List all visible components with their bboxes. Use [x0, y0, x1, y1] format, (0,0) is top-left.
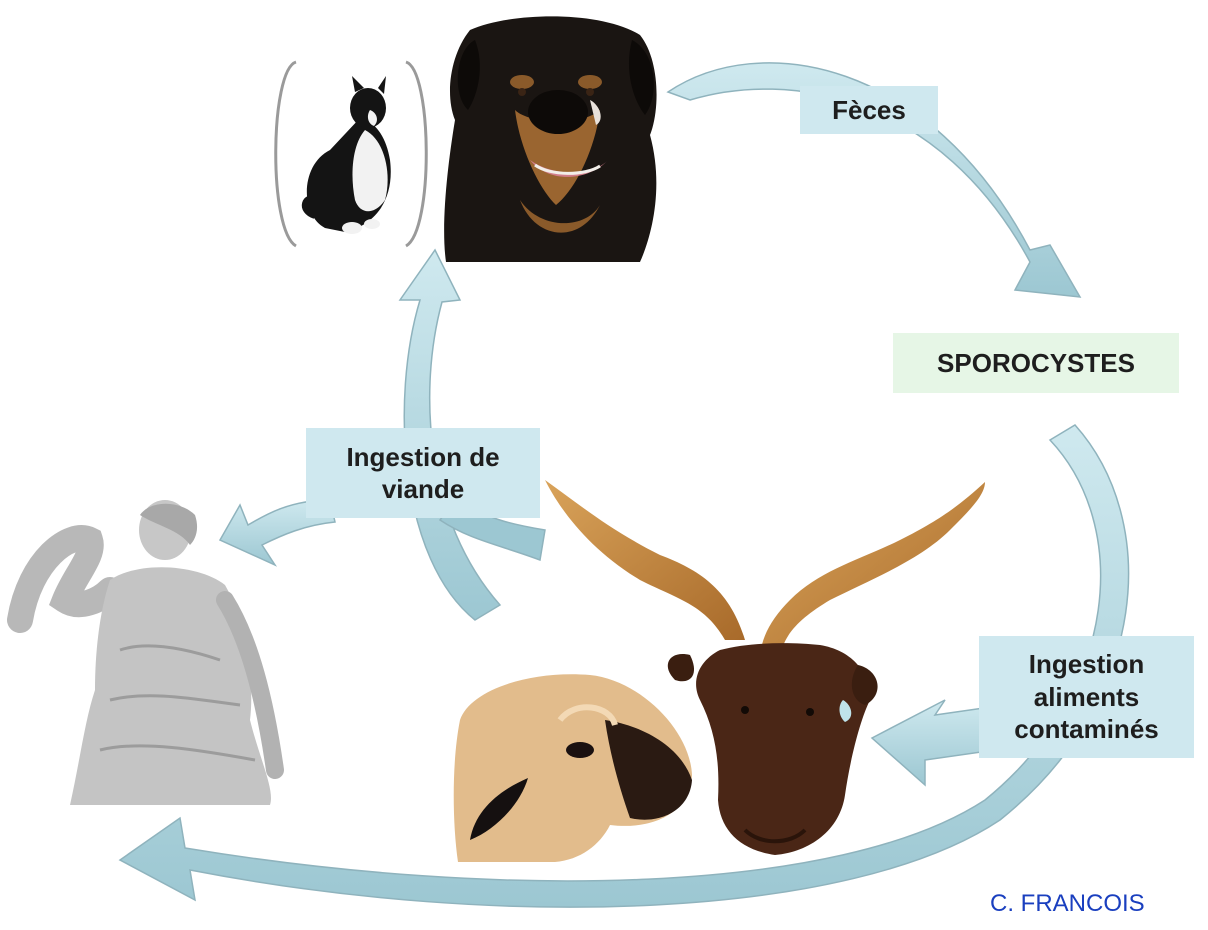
label-ingestion-aliments: Ingestion aliments contaminés: [979, 636, 1194, 758]
label-ingestion-aliments-line-1: Ingestion: [1014, 648, 1159, 681]
cat-icon: [276, 62, 427, 246]
sheep-icon: [454, 674, 692, 862]
label-ingestion-viande-line-2: viande: [346, 473, 499, 506]
label-ingestion-viande: Ingestion de viande: [306, 428, 540, 518]
author-credit: C. FRANCOIS: [990, 890, 1145, 918]
label-sporocystes: SPOROCYSTES: [893, 333, 1179, 393]
label-feces-text: Fèces: [832, 94, 906, 127]
label-feces: Fèces: [800, 86, 938, 134]
label-ingestion-aliments-line-3: contaminés: [1014, 713, 1159, 746]
dog-icon: [444, 16, 656, 262]
label-ingestion-viande-line-1: Ingestion de: [346, 441, 499, 474]
label-ingestion-aliments-line-2: aliments: [1014, 681, 1159, 714]
label-sporocystes-text: SPOROCYSTES: [937, 347, 1135, 380]
